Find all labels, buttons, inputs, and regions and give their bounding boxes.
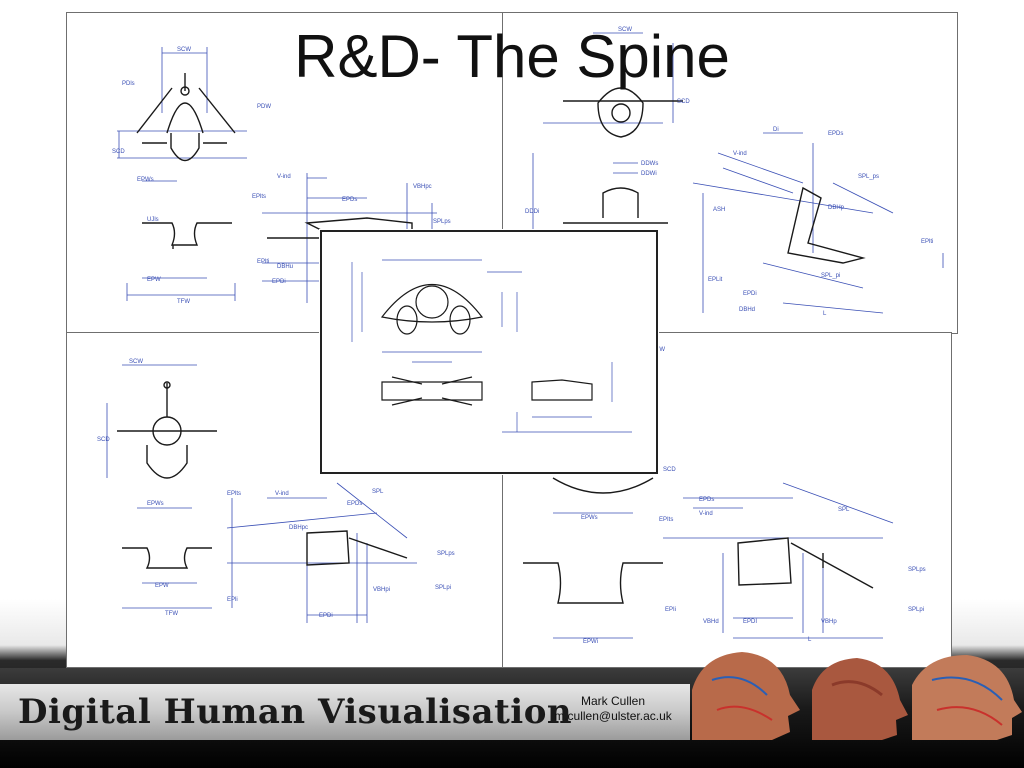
svg-text:SPLpi: SPLpi xyxy=(908,607,924,613)
svg-text:SCW: SCW xyxy=(651,347,665,353)
svg-text:SPLps: SPLps xyxy=(908,567,926,573)
svg-text:EPWi: EPWi xyxy=(583,639,598,645)
svg-text:L: L xyxy=(823,311,827,317)
brand-name: Digital Human Visualisation xyxy=(18,692,573,732)
svg-text:DBHpc: DBHpc xyxy=(289,525,308,531)
svg-text:SPL_ps: SPL_ps xyxy=(858,174,879,180)
svg-text:EPli: EPli xyxy=(227,597,238,603)
svg-text:EPLit: EPLit xyxy=(708,277,723,283)
svg-text:DBHd: DBHd xyxy=(739,307,755,313)
svg-text:EPDs: EPDs xyxy=(828,131,843,137)
svg-text:SPLps: SPLps xyxy=(433,219,451,225)
svg-text:TFW: TFW xyxy=(165,611,178,617)
svg-text:SPLps: SPLps xyxy=(437,551,455,557)
anatomy-head-1 xyxy=(692,652,800,740)
svg-text:SCW: SCW xyxy=(618,27,632,33)
svg-text:EPDs: EPDs xyxy=(342,197,357,203)
svg-text:PDls: PDls xyxy=(122,81,135,87)
svg-text:TFW: TFW xyxy=(177,299,190,305)
svg-text:EPDi: EPDi xyxy=(743,291,757,297)
svg-text:SCD: SCD xyxy=(97,437,110,443)
svg-text:EPWs: EPWs xyxy=(147,501,164,507)
anatomy-heads-illustration xyxy=(692,652,1022,740)
svg-text:EPlts: EPlts xyxy=(252,194,266,200)
svg-text:VBHp: VBHp xyxy=(821,619,837,625)
svg-text:DDWi: DDWi xyxy=(641,171,657,177)
svg-text:L: L xyxy=(808,637,812,643)
svg-text:EPDs: EPDs xyxy=(699,497,714,503)
svg-text:DBHp: DBHp xyxy=(828,205,845,211)
author-name: Mark Cullen xyxy=(580,694,646,708)
svg-text:EPlti: EPlti xyxy=(921,239,933,245)
svg-text:SCD: SCD xyxy=(112,149,125,155)
svg-text:EPW: EPW xyxy=(147,277,161,283)
svg-text:EPDi: EPDi xyxy=(319,613,333,619)
vertebra-diagram-bottom-left: SCW SCD EPWs EPW TFW EPlts V-ind SPL EPDs SPLp… xyxy=(97,359,455,623)
svg-text:VBHpc: VBHpc xyxy=(413,184,432,190)
svg-text:SPL: SPL xyxy=(838,507,850,513)
svg-text:DDWs: DDWs xyxy=(641,161,658,167)
svg-text:EPW: EPW xyxy=(155,583,169,589)
anatomy-head-3 xyxy=(912,655,1022,740)
svg-text:EPWs: EPWs xyxy=(581,515,598,521)
svg-text:SPLpi: SPLpi xyxy=(435,585,451,591)
svg-text:V-ind: V-ind xyxy=(699,511,713,517)
author-email: m.cullen@ulster.ac.uk xyxy=(554,709,672,723)
svg-text:ASH: ASH xyxy=(713,207,725,213)
svg-text:PDW: PDW xyxy=(257,104,271,110)
svg-text:V-ind: V-ind xyxy=(275,491,289,497)
vertebra-diagram-center xyxy=(351,259,632,433)
svg-text:SCD: SCD xyxy=(663,467,676,473)
svg-text:SCW: SCW xyxy=(177,47,191,53)
svg-text:Di: Di xyxy=(773,127,779,133)
brand-banner xyxy=(0,684,690,740)
diagram-panel-center xyxy=(320,230,658,474)
svg-text:EPIts: EPIts xyxy=(659,517,673,523)
author-info: Mark Cullen m.cullen@ulster.ac.uk xyxy=(538,694,688,724)
anatomy-head-2 xyxy=(812,658,908,740)
svg-text:V-ind: V-ind xyxy=(277,174,291,180)
svg-text:SPL_pi: SPL_pi xyxy=(821,273,840,279)
svg-text:EPDs: EPDs xyxy=(347,501,362,507)
svg-text:EPDi: EPDi xyxy=(272,279,286,285)
svg-text:EPlti: EPlti xyxy=(257,259,269,265)
svg-text:DDDi: DDDi xyxy=(525,209,539,215)
svg-text:UJls: UJls xyxy=(147,217,159,223)
svg-text:DBHu: DBHu xyxy=(277,264,293,270)
svg-text:EPWs: EPWs xyxy=(137,177,154,183)
svg-text:SCD: SCD xyxy=(677,99,690,105)
svg-text:SCW: SCW xyxy=(129,359,143,365)
slide-title: R&D- The Spine xyxy=(294,23,730,90)
svg-text:SPL: SPL xyxy=(372,489,384,495)
svg-text:V-ind: V-ind xyxy=(733,151,747,157)
svg-text:EPDI: EPDI xyxy=(743,619,757,625)
svg-text:EPlts: EPlts xyxy=(227,491,241,497)
svg-text:VBHd: VBHd xyxy=(703,619,719,625)
svg-text:VBHpi: VBHpi xyxy=(373,587,390,593)
svg-text:EPIi: EPIi xyxy=(665,607,676,613)
